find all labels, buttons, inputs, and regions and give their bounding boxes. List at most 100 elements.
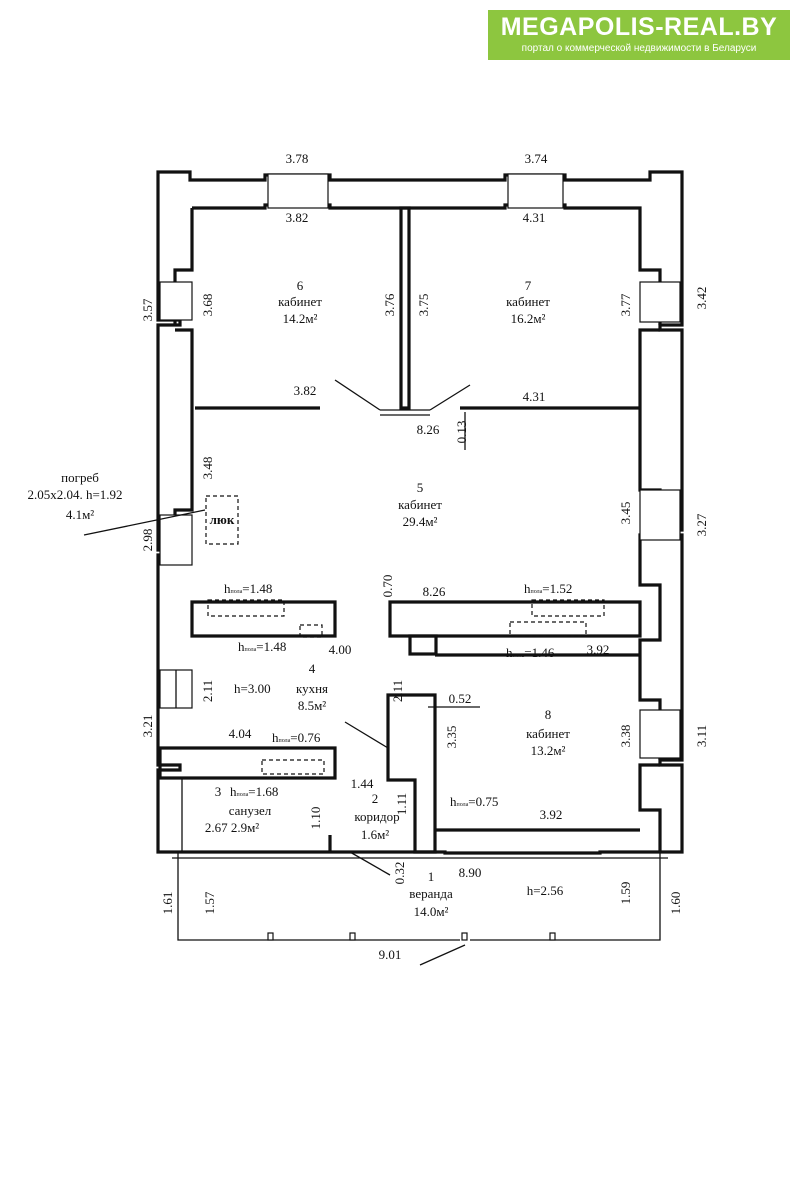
dim-left-6-inner: 3.68 xyxy=(200,294,215,317)
dim-321: 3.21 xyxy=(140,715,155,738)
dim-032: 0.32 xyxy=(392,862,407,885)
room-1-number: 1 xyxy=(428,869,435,884)
dim-left-6-outer: 3.57 xyxy=(140,298,155,321)
corridor-wall xyxy=(386,693,437,854)
room-5-area: 29.4м² xyxy=(403,514,438,529)
dash-1 xyxy=(207,599,285,617)
window-top-left xyxy=(267,173,329,209)
dim-070: 0.70 xyxy=(380,575,395,598)
site-logo[interactable]: MEGAPOLIS-REAL.BY портал о коммерческой … xyxy=(488,10,790,60)
dim-161: 1.61 xyxy=(160,892,175,915)
room-2-number: 2 xyxy=(372,791,379,806)
sill-h-6: hпола=1.68 xyxy=(230,784,278,799)
logo-title: MEGAPOLIS-REAL.BY xyxy=(500,13,778,41)
room-4-height: h=3.00 xyxy=(234,681,271,696)
inner-wall-line xyxy=(192,203,662,325)
dim-392-top: 3.92 xyxy=(587,642,610,657)
dim-826-top: 8.26 xyxy=(417,422,440,437)
dim-mid-right: 4.31 xyxy=(523,389,546,404)
sill-h-1: hпола=1.48 xyxy=(224,581,272,596)
dash-2 xyxy=(531,599,605,617)
door-swing-bath xyxy=(349,851,391,876)
veranda-front-right xyxy=(470,852,661,941)
veranda-post-4 xyxy=(549,932,556,941)
dim-110: 1.10 xyxy=(308,807,323,830)
veranda-left xyxy=(177,852,270,941)
dim-wall-b: 3.75 xyxy=(416,294,431,317)
dim-right-7-outer: 3.42 xyxy=(694,287,709,310)
dim-052: 0.52 xyxy=(449,691,472,706)
sill-height-labels: hпола=1.48 hпола=1.52 hпола=1.48 hпола=1… xyxy=(224,581,572,809)
vertical-dimension-labels: 3.57 3.68 3.76 3.75 3.77 3.42 0.13 3.48 … xyxy=(140,287,709,915)
dim-211-right: 2.11 xyxy=(390,680,405,702)
cellar-leader xyxy=(83,509,206,536)
dim-392-bottom: 3.92 xyxy=(540,807,563,822)
dim-157: 1.57 xyxy=(202,891,217,914)
dim-404: 4.04 xyxy=(229,726,252,741)
sill-h-4: hпола=1.46 xyxy=(506,645,555,660)
inner-right-line-2 xyxy=(638,533,662,760)
sill-h-3: hпола=1.48 xyxy=(238,639,286,654)
room-4-area: 8.5м² xyxy=(298,698,326,713)
dimension-labels: 3.78 3.74 3.82 4.31 3.82 4.31 8.26 8.26 … xyxy=(229,151,610,962)
room-5-number: 5 xyxy=(417,480,424,495)
dim-338: 3.38 xyxy=(618,725,633,748)
door-swing-veranda xyxy=(419,944,466,966)
dim-400: 4.00 xyxy=(329,642,352,657)
dim-348: 3.48 xyxy=(200,457,215,480)
sill-h-2: hпола=1.52 xyxy=(524,581,572,596)
room-7-name: кабинет xyxy=(506,294,550,309)
room-1-area: 14.0м² xyxy=(414,904,449,919)
veranda-post-2 xyxy=(349,932,356,941)
dim-901: 9.01 xyxy=(379,947,402,962)
room-3-area: 2.67 2.9м² xyxy=(205,820,259,835)
cellar-dims: 2.05x2.04. h=1.92 xyxy=(27,487,122,502)
dim-013: 0.13 xyxy=(454,421,469,444)
room-8-number: 8 xyxy=(545,707,552,722)
cellar-hatch-label: люк xyxy=(210,512,235,527)
sill-h-5: hпола=0.76 xyxy=(272,730,321,745)
room-4-number: 4 xyxy=(309,661,316,676)
window-right-7 xyxy=(639,281,681,323)
veranda-post-3 xyxy=(461,932,468,941)
room-6-number: 6 xyxy=(297,278,304,293)
dim-mid-left: 3.82 xyxy=(294,383,317,398)
outer-wall xyxy=(156,170,684,855)
dim-144: 1.44 xyxy=(351,776,374,791)
dim-right-7-inner: 3.77 xyxy=(618,293,633,316)
dim-veranda-height: h=2.56 xyxy=(527,883,564,898)
room-1-name: веранда xyxy=(409,886,453,901)
dim-159: 1.59 xyxy=(618,882,633,905)
room-6-name: кабинет xyxy=(278,294,322,309)
dim-890: 8.90 xyxy=(459,865,482,880)
sill-h-7: hпола=0.75 xyxy=(450,794,498,809)
wall-kitchen-bath xyxy=(158,746,337,780)
dash-5 xyxy=(261,759,325,775)
door-swing-7 xyxy=(429,384,471,411)
cellar-hatch xyxy=(205,495,239,545)
room-4-name: кухня xyxy=(296,681,328,696)
cellar-area: 4.1м² xyxy=(66,507,94,522)
wall-5-8 xyxy=(388,600,642,638)
dim-335: 3.35 xyxy=(444,726,459,749)
dim-top-right-outer: 3.74 xyxy=(525,151,548,166)
room-5-name: кабинет xyxy=(398,497,442,512)
dim-top-right-inner: 4.31 xyxy=(523,210,546,225)
dim-327: 3.27 xyxy=(694,513,709,536)
dim-345: 3.45 xyxy=(618,502,633,525)
dim-wall-a: 3.76 xyxy=(382,293,397,316)
dim-111: 1.11 xyxy=(394,793,409,815)
logo-subtitle: портал о коммерческой недвижимости в Бел… xyxy=(521,43,757,54)
door-swing-6 xyxy=(334,379,381,411)
dim-160: 1.60 xyxy=(668,892,683,915)
room-8-name: кабинет xyxy=(526,726,570,741)
window-left-6 xyxy=(159,281,193,321)
room-2-area: 1.6м² xyxy=(361,827,389,842)
partition-6-7 xyxy=(399,206,411,410)
dim-311: 3.11 xyxy=(694,725,709,747)
room-3-number: 3 xyxy=(215,784,222,799)
dim-826-bottom: 8.26 xyxy=(423,584,446,599)
window-top-right xyxy=(507,173,564,209)
dim-298: 2.98 xyxy=(140,529,155,552)
